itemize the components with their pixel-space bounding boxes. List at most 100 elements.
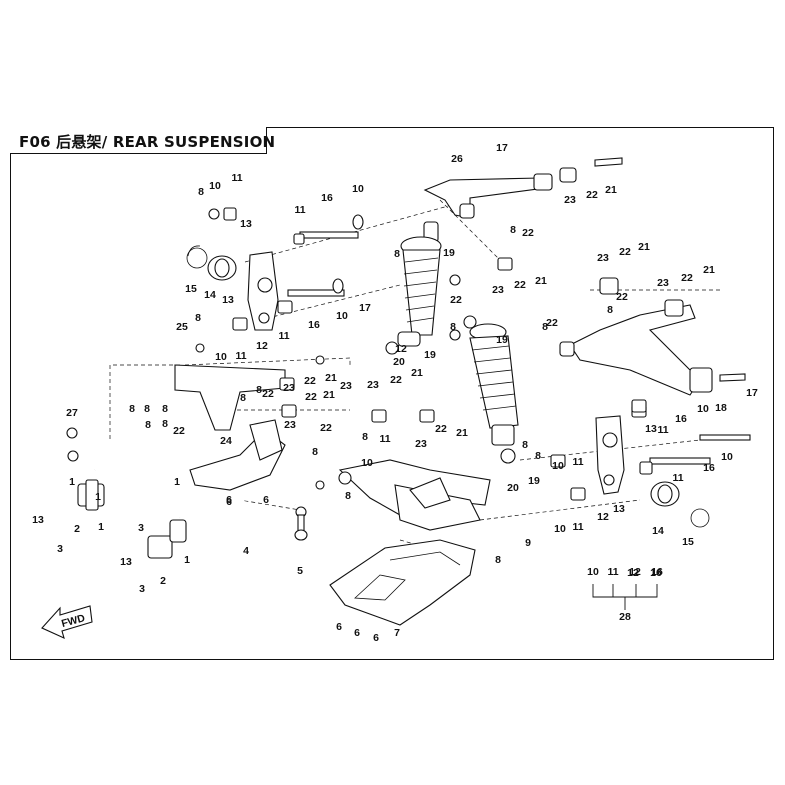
- callout-1: 1: [69, 476, 75, 488]
- callout-10: 10: [361, 457, 373, 469]
- callout-15: 15: [682, 536, 694, 548]
- callout-10: 10: [721, 451, 733, 463]
- callout-8: 8: [162, 418, 168, 430]
- callout-8: 8: [542, 321, 548, 333]
- callout-10: 10: [209, 180, 221, 192]
- callout-13: 13: [645, 423, 657, 435]
- right-upper-arm: [559, 277, 746, 396]
- callout-8: 8: [522, 439, 528, 451]
- callout-23: 23: [367, 379, 379, 391]
- callout-12: 12: [597, 511, 609, 523]
- callout-10: 10: [336, 310, 348, 322]
- callout-22: 22: [514, 279, 526, 291]
- callout-3: 3: [57, 543, 63, 555]
- callout-1: 1: [174, 476, 180, 488]
- callout-22: 22: [450, 294, 462, 306]
- callout-11: 11: [231, 172, 242, 184]
- callout-8: 8: [256, 384, 262, 396]
- callout-8: 8: [495, 554, 501, 566]
- callout-22: 22: [390, 374, 402, 386]
- callout-21: 21: [325, 372, 337, 384]
- callout-12: 12: [395, 343, 407, 355]
- left-bracket: [174, 364, 286, 491]
- callout-6: 6: [373, 632, 379, 644]
- stabilizer-link: [294, 506, 308, 541]
- callout-8: 8: [450, 321, 456, 333]
- callout-11: 11: [657, 424, 668, 436]
- callout-28: 28: [619, 611, 631, 623]
- callout-16: 16: [308, 319, 320, 331]
- callout-21: 21: [456, 427, 468, 439]
- skid-plate: [329, 539, 476, 626]
- callout-6: 6: [263, 494, 269, 506]
- callout-23: 23: [283, 382, 295, 394]
- callout-22: 22: [619, 246, 631, 258]
- callout-19: 19: [443, 247, 455, 259]
- kit-group-member-16: 16: [651, 566, 663, 578]
- callout-6: 6: [226, 494, 232, 506]
- callout-2: 2: [160, 575, 166, 587]
- callout-23: 23: [340, 380, 352, 392]
- callout-4: 4: [243, 545, 249, 557]
- callout-8: 8: [198, 186, 204, 198]
- callout-13: 13: [613, 503, 625, 515]
- callout-18: 18: [715, 402, 727, 414]
- shock-absorber-right: [463, 315, 519, 464]
- callout-8: 8: [145, 419, 151, 431]
- callout-23: 23: [284, 419, 296, 431]
- callout-9: 9: [525, 537, 531, 549]
- callout-8: 8: [129, 403, 135, 415]
- callout-22: 22: [435, 423, 447, 435]
- callout-1: 1: [184, 554, 190, 566]
- callout-10: 10: [215, 351, 227, 363]
- lower-arm-middle: [338, 459, 491, 531]
- callout-16: 16: [650, 567, 662, 579]
- kit-group-member-12: 12: [629, 566, 641, 578]
- callout-23: 23: [415, 438, 427, 450]
- callout-20: 20: [507, 482, 519, 494]
- callout-22: 22: [546, 317, 558, 329]
- callout-3: 3: [139, 583, 145, 595]
- callout-14: 14: [204, 289, 216, 301]
- callout-8: 8: [144, 403, 150, 415]
- callout-16: 16: [675, 413, 687, 425]
- callout-11: 11: [235, 350, 246, 362]
- callout-10: 10: [552, 460, 564, 472]
- diagram-title: F06 后悬架/ REAR SUSPENSION: [19, 133, 276, 151]
- stabilizer-clamps: [77, 479, 187, 559]
- callout-8: 8: [510, 224, 516, 236]
- callout-21: 21: [411, 367, 423, 379]
- callout-19: 19: [528, 475, 540, 487]
- callout-24: 24: [220, 435, 232, 447]
- kit-group-member-11: 11: [607, 566, 618, 578]
- callout-23: 23: [597, 252, 609, 264]
- callout-8: 8: [345, 490, 351, 502]
- callout-23: 23: [657, 277, 669, 289]
- callout-8: 8: [362, 431, 368, 443]
- callout-21: 21: [703, 264, 715, 276]
- callout-22: 22: [681, 272, 693, 284]
- shock-absorber-left: [385, 221, 442, 355]
- callout-11: 11: [379, 433, 390, 445]
- callout-23: 23: [564, 194, 576, 206]
- callout-13: 13: [120, 556, 132, 568]
- callout-1: 1: [95, 491, 101, 503]
- callout-8: 8: [162, 403, 168, 415]
- small-hardware: [66, 257, 647, 501]
- callout-20: 20: [393, 356, 405, 368]
- callout-16: 16: [703, 462, 715, 474]
- callout-13: 13: [240, 218, 252, 230]
- callout-25: 25: [176, 321, 188, 333]
- callout-22: 22: [586, 189, 598, 201]
- callout-6: 6: [226, 496, 232, 508]
- callout-15: 15: [185, 283, 197, 295]
- callout-8: 8: [312, 446, 318, 458]
- callout-8: 8: [240, 392, 246, 404]
- callout-10: 10: [554, 523, 566, 535]
- diagram-frame: [10, 127, 774, 660]
- callout-27: 27: [66, 407, 78, 419]
- callout-22: 22: [173, 425, 185, 437]
- callout-1: 1: [98, 521, 104, 533]
